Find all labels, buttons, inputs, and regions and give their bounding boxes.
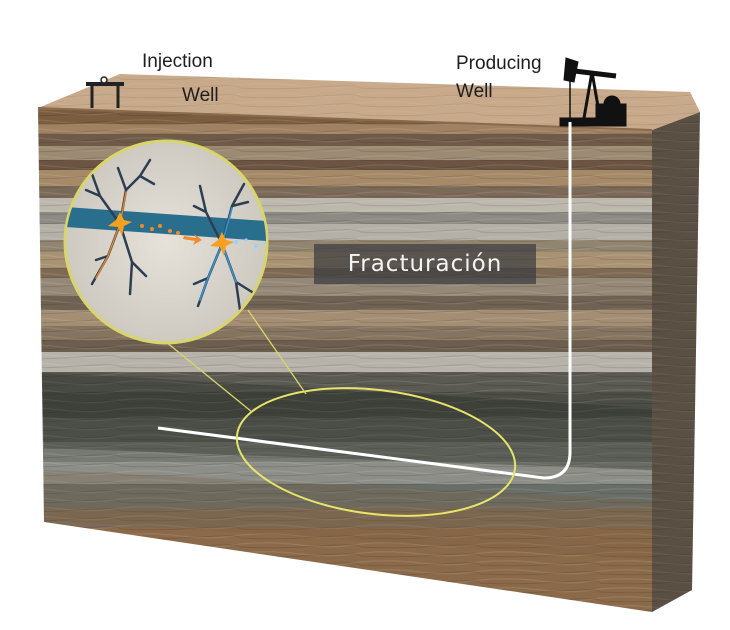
- pipe-valve-icon: [86, 76, 124, 108]
- fracture-burst-orange: [108, 212, 132, 236]
- producing-well-label-line2: Well: [456, 81, 493, 102]
- injection-well-label-line1: Injection: [142, 51, 213, 72]
- well-path: [157, 122, 572, 480]
- pumpjack-icon: [559, 57, 627, 127]
- fracture-zone-highlight: [235, 387, 517, 517]
- producing-well-label-line1: Producing: [456, 53, 542, 74]
- diagram-title: Fracturación: [347, 251, 503, 277]
- callout-lines: [165, 309, 307, 413]
- injection-well-label-line2: Well: [182, 85, 219, 106]
- magnified-inset: [63, 139, 269, 345]
- fracture-burst-blue: [210, 232, 234, 256]
- title-box: Fracturación: [314, 244, 536, 284]
- flow-arrow-icon: [183, 234, 202, 245]
